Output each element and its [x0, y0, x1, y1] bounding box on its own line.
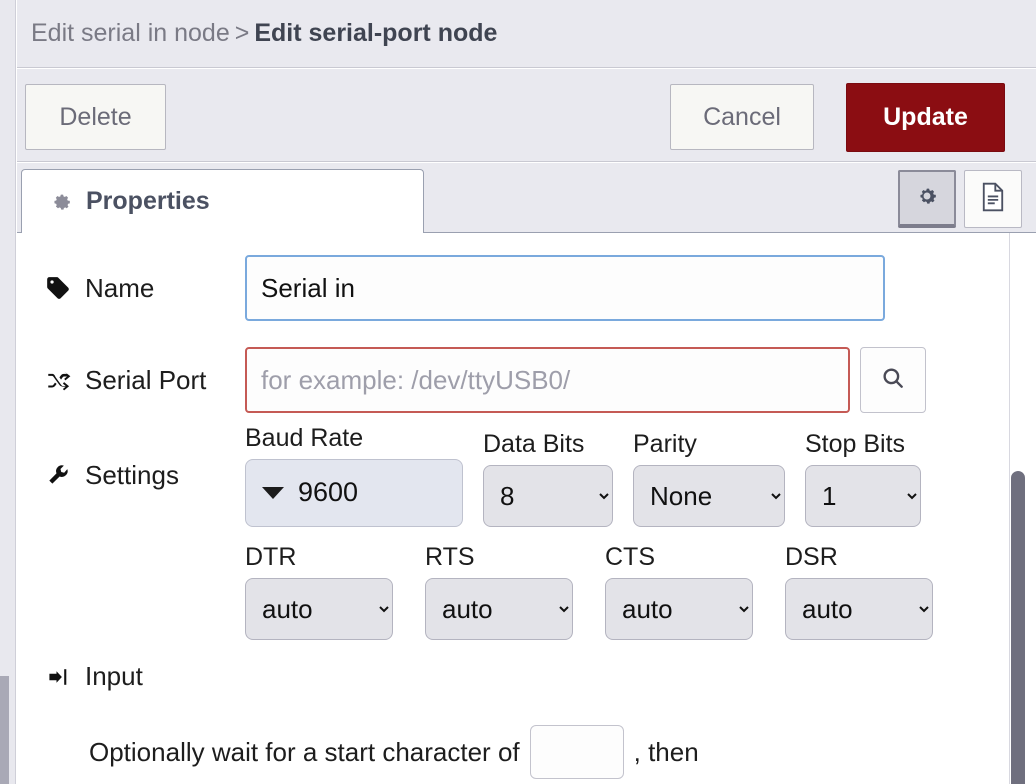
serial-port-label: Serial Port [17, 365, 245, 396]
row-serial-port: Serial Port [17, 345, 1036, 415]
flow-control-group: DTR autohighlow RTS autohighlow CTS autohighl… [245, 543, 933, 640]
flow-cts-cell: CTS autohighlow [605, 543, 753, 640]
serial-port-search-button[interactable] [860, 347, 926, 413]
baud-rate-caption: Baud Rate [245, 423, 364, 452]
shuffle-icon [45, 367, 75, 393]
tool-button-settings[interactable] [898, 170, 956, 228]
breadcrumb-current: Edit serial-port node [254, 19, 498, 47]
vertical-scrollbar-track[interactable] [1010, 233, 1036, 784]
dialog-header: Edit serial in node>Edit serial-port nod… [17, 0, 1036, 68]
flow-dtr-caption: DTR [245, 542, 297, 571]
serial-port-input[interactable] [245, 347, 850, 413]
name-label-text: Name [85, 272, 155, 303]
tab-bar-baseline [17, 232, 1036, 233]
serial-settings-group: Baud Rate 9600 Data Bits 8765 Parity Non… [245, 424, 921, 527]
stop-bits-select[interactable]: 12 [805, 464, 921, 527]
breadcrumb-parent[interactable]: Edit serial in node [31, 19, 230, 47]
parity-cell: Parity NoneEvenMarkOddSpace [633, 430, 785, 527]
name-label: Name [17, 273, 245, 304]
update-button[interactable]: Update [846, 83, 1005, 152]
document-icon [980, 182, 1006, 217]
panel-right-border [1009, 233, 1010, 784]
tag-icon [45, 275, 75, 301]
start-character-text-before: Optionally wait for a start character of [89, 736, 520, 767]
breadcrumb: Edit serial in node>Edit serial-port nod… [31, 17, 497, 49]
breadcrumb-separator: > [234, 19, 250, 47]
gear-icon [48, 189, 74, 215]
flow-cts-caption: CTS [605, 542, 655, 571]
data-bits-caption: Data Bits [483, 429, 585, 458]
flow-dtr-cell: DTR autohighlow [245, 543, 393, 640]
start-character-line: Optionally wait for a start character of… [89, 725, 699, 779]
data-bits-select[interactable]: 8765 [483, 464, 613, 527]
start-character-input[interactable] [529, 725, 624, 779]
tool-button-description[interactable] [964, 170, 1022, 228]
chevron-down-icon [262, 486, 284, 499]
input-section-label: Input [85, 661, 143, 691]
serial-port-label-text: Serial Port [85, 364, 207, 395]
baud-rate-value: 9600 [298, 477, 359, 507]
wrench-icon [45, 462, 75, 488]
flow-dsr-cell: DSR autohighlow [785, 543, 933, 640]
baud-rate-cell: Baud Rate 9600 [245, 424, 463, 527]
gear-icon [914, 183, 940, 214]
flow-cts-select[interactable]: autohighlow [605, 577, 753, 640]
left-scrollbar-thumb[interactable] [0, 676, 9, 784]
tab-tool-buttons [898, 170, 1022, 228]
stop-bits-cell: Stop Bits 12 [805, 430, 921, 527]
flow-dtr-select[interactable]: autohighlow [245, 577, 393, 640]
start-character-text-after: , then [633, 736, 699, 767]
flow-rts-caption: RTS [425, 542, 475, 571]
left-gutter [0, 0, 16, 784]
flow-rts-cell: RTS autohighlow [425, 543, 573, 640]
baud-rate-combo[interactable]: 9600 [245, 458, 463, 527]
input-section-title: Input [45, 661, 143, 692]
search-icon [880, 365, 906, 396]
delete-button[interactable]: Delete [25, 84, 166, 150]
vertical-scrollbar-thumb[interactable] [1011, 471, 1025, 784]
row-settings: Settings Baud Rate 9600 Data Bits 8765 P… [17, 424, 1036, 527]
parity-caption: Parity [633, 429, 697, 458]
tab-properties[interactable]: Properties [21, 169, 424, 233]
sign-in-icon [45, 665, 75, 689]
parity-select[interactable]: NoneEvenMarkOddSpace [633, 464, 785, 527]
stop-bits-caption: Stop Bits [805, 429, 906, 458]
dialog-button-bar: Delete Cancel Update [17, 69, 1036, 162]
settings-label-text: Settings [85, 459, 179, 490]
tab-bar: Properties [17, 163, 1036, 233]
row-flow-control: DTR autohighlow RTS autohighlow CTS autohighl… [17, 543, 1036, 640]
name-input[interactable] [245, 255, 885, 321]
flow-dsr-caption: DSR [785, 542, 838, 571]
flow-rts-select[interactable]: autohighlow [425, 577, 573, 640]
flow-dsr-select[interactable]: autohighlow [785, 577, 933, 640]
cancel-button[interactable]: Cancel [670, 84, 814, 150]
tab-properties-label: Properties [86, 187, 210, 215]
settings-label: Settings [17, 460, 245, 491]
data-bits-cell: Data Bits 8765 [483, 430, 613, 527]
row-name: Name [17, 253, 1036, 323]
properties-panel: Name Serial Port [17, 233, 1036, 784]
